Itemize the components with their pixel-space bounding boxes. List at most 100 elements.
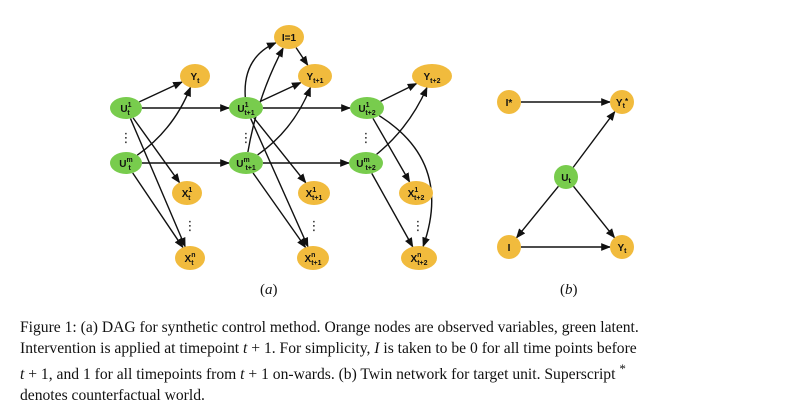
node-b-Ut-label: Ut: [561, 173, 571, 185]
edge-U1t1-to-Yt1: [259, 81, 302, 103]
node-b-Istar: I*: [497, 90, 521, 114]
panel-a-edges: [129, 42, 433, 249]
node-b-Yt: Yt: [610, 235, 634, 259]
vertical-ellipsis: ⋮: [360, 131, 373, 146]
edge-U1t1-to-I1: [244, 42, 277, 98]
edge-U1t-to-X1t: [132, 117, 181, 184]
edge-I1-to-Yt1: [295, 47, 309, 66]
node-b-Istar-label: I*: [506, 98, 513, 109]
node-b-I-label: I: [508, 243, 511, 254]
node-X1t-shape: [172, 181, 202, 205]
node-b-Ytstar-shape: [610, 90, 634, 114]
edge-Umt1-to-Yt1: [257, 86, 312, 156]
node-b-I: I: [497, 235, 521, 259]
edge-U1t1-to-Xnt1: [250, 118, 309, 248]
edge-b-Ut-to-I: [515, 185, 559, 239]
node-Yt1-label: Yt+1: [307, 72, 324, 85]
node-U1t-shape: [110, 97, 142, 119]
caption-line-2: Intervention is applied at timepoint t +…: [20, 339, 637, 357]
edge-Umt2-to-Xnt2: [371, 173, 414, 248]
node-Umt1-shape: [229, 152, 263, 174]
edge-Umt1-to-I1: [247, 47, 284, 153]
node-I1: I=1: [274, 25, 304, 49]
node-Yt-label: Yt: [190, 72, 200, 85]
vertical-ellipsis: ⋮: [120, 131, 133, 146]
node-b-Yt-label: Yt: [617, 243, 627, 255]
caption-line-1: Figure 1: (a) DAG for synthetic control …: [20, 319, 639, 336]
node-b-I-shape: [497, 235, 521, 259]
panel-b-edges: [515, 98, 616, 251]
edge-b-Ut-to-Yt: [572, 185, 616, 239]
node-I1-shape: [274, 25, 304, 49]
node-b-Ytstar: Yt*: [610, 90, 634, 114]
panel-b-nodes: I* Yt* UtI Yt: [497, 90, 634, 259]
edge-U1t-to-Xnt: [129, 118, 186, 248]
node-b-Ut: Ut: [554, 165, 578, 189]
node-Umt-shape: [110, 152, 142, 174]
caption-line-4: denotes counterfactual world.: [20, 386, 205, 404]
node-I1-label: I=1: [282, 33, 297, 44]
edge-Umt-to-Yt: [136, 86, 192, 156]
node-X1t2-shape: [399, 181, 433, 205]
panel-a-label: (a): [260, 282, 278, 298]
node-Yt2-shape: [412, 64, 452, 88]
panel-b-label: (b): [560, 282, 578, 298]
node-Yt2-label: Yt+2: [424, 72, 441, 85]
node-b-Istar-shape: [497, 90, 521, 114]
node-U1t1-shape: [229, 97, 263, 119]
node-Yt1-shape: [298, 64, 332, 88]
node-Umt2-shape: [349, 152, 383, 174]
edge-U1t2-to-Yt2: [380, 82, 418, 102]
vertical-ellipsis: ⋮: [412, 219, 425, 234]
node-X1t1-shape: [298, 181, 330, 205]
node-b-Ut-shape: [554, 165, 578, 189]
node-b-Yt-shape: [610, 235, 634, 259]
vertical-ellipsis: ⋮: [240, 131, 253, 146]
node-Xnt-shape: [175, 246, 205, 270]
node-Xnt2-shape: [401, 246, 437, 270]
node-Yt1: Yt+1: [298, 64, 332, 88]
edge-Umt-to-Xnt: [132, 172, 184, 249]
edge-U1t1-to-X1t1: [253, 117, 307, 184]
node-Yt: Yt: [180, 64, 210, 88]
edge-U1t-to-Yt: [138, 81, 183, 103]
node-Yt2: Yt+2: [412, 64, 452, 88]
figure-caption: Figure 1: (a) DAG for synthetic control …: [20, 318, 780, 406]
node-Yt-shape: [180, 64, 210, 88]
edge-Umt2-to-Yt2: [376, 86, 428, 155]
node-U1t2-shape: [350, 97, 384, 119]
node-Xnt1-shape: [297, 246, 329, 270]
caption-line-3: t + 1, and 1 for all timepoints from t +…: [20, 361, 626, 384]
edge-U1t2-to-X1t2: [372, 117, 411, 183]
node-b-Ytstar-label: Yt*: [616, 97, 629, 110]
vertical-ellipsis: ⋮: [184, 219, 197, 234]
edge-Umt1-to-Xnt1: [252, 172, 307, 249]
edge-b-Ut-to-Ytstar: [572, 110, 616, 168]
